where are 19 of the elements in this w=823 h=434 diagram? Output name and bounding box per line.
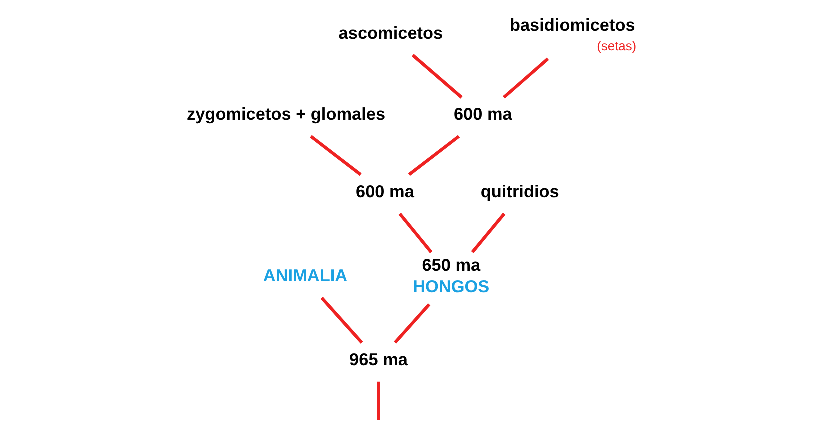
connector	[320, 297, 363, 344]
connector	[502, 58, 549, 99]
node-text: 600 ma	[453, 104, 512, 124]
node-text: 965 ma	[349, 350, 408, 370]
connector	[376, 382, 380, 420]
node-text: ascomicetos	[338, 22, 443, 43]
node-text: quitridios	[480, 182, 559, 202]
node-text: basidiomicetos	[509, 15, 635, 36]
node-text: zygomicetos + glomales	[186, 104, 386, 124]
node-text: ANIMALIA	[262, 266, 348, 286]
node-text: 600 ma	[356, 182, 414, 202]
node-label: (setas)	[596, 38, 636, 54]
connector	[470, 212, 506, 254]
connector	[394, 304, 430, 344]
connector	[398, 212, 432, 254]
connector	[310, 135, 362, 176]
node-text: 650 ma HONGOS	[412, 254, 490, 296]
connector	[408, 135, 460, 176]
connector	[411, 54, 462, 99]
